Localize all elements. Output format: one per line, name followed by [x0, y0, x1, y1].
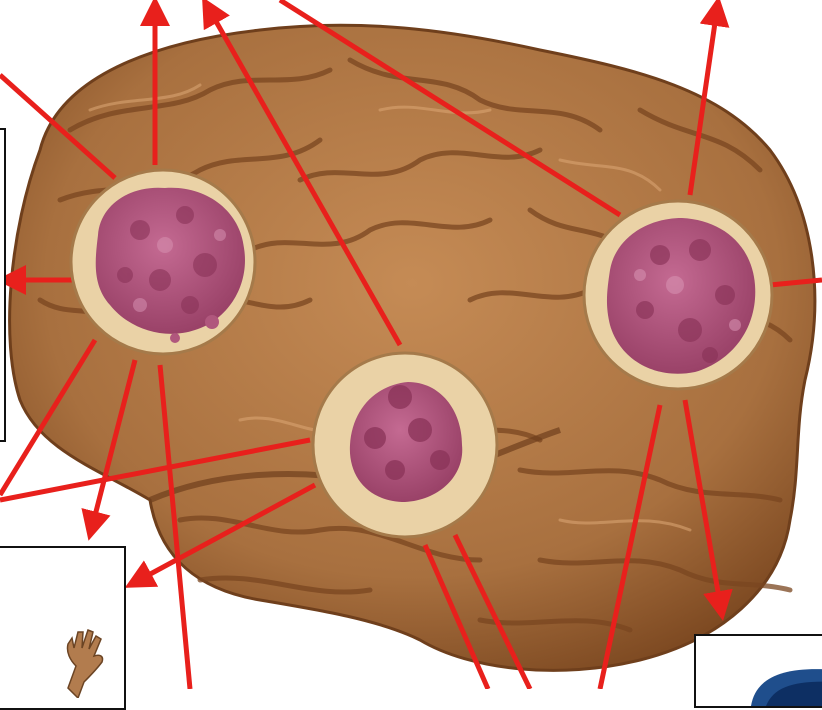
- bottom-left-frame: [0, 546, 126, 710]
- diagram-canvas: [0, 0, 822, 689]
- tumor-sample-center: [313, 353, 497, 537]
- tumor-sample-right: [584, 201, 772, 389]
- hand-icon: [0, 548, 124, 698]
- globe-icon: [696, 636, 822, 706]
- bottom-right-frame: [694, 634, 822, 708]
- tumor-sample-left: [71, 170, 255, 354]
- left-frame: [0, 128, 6, 442]
